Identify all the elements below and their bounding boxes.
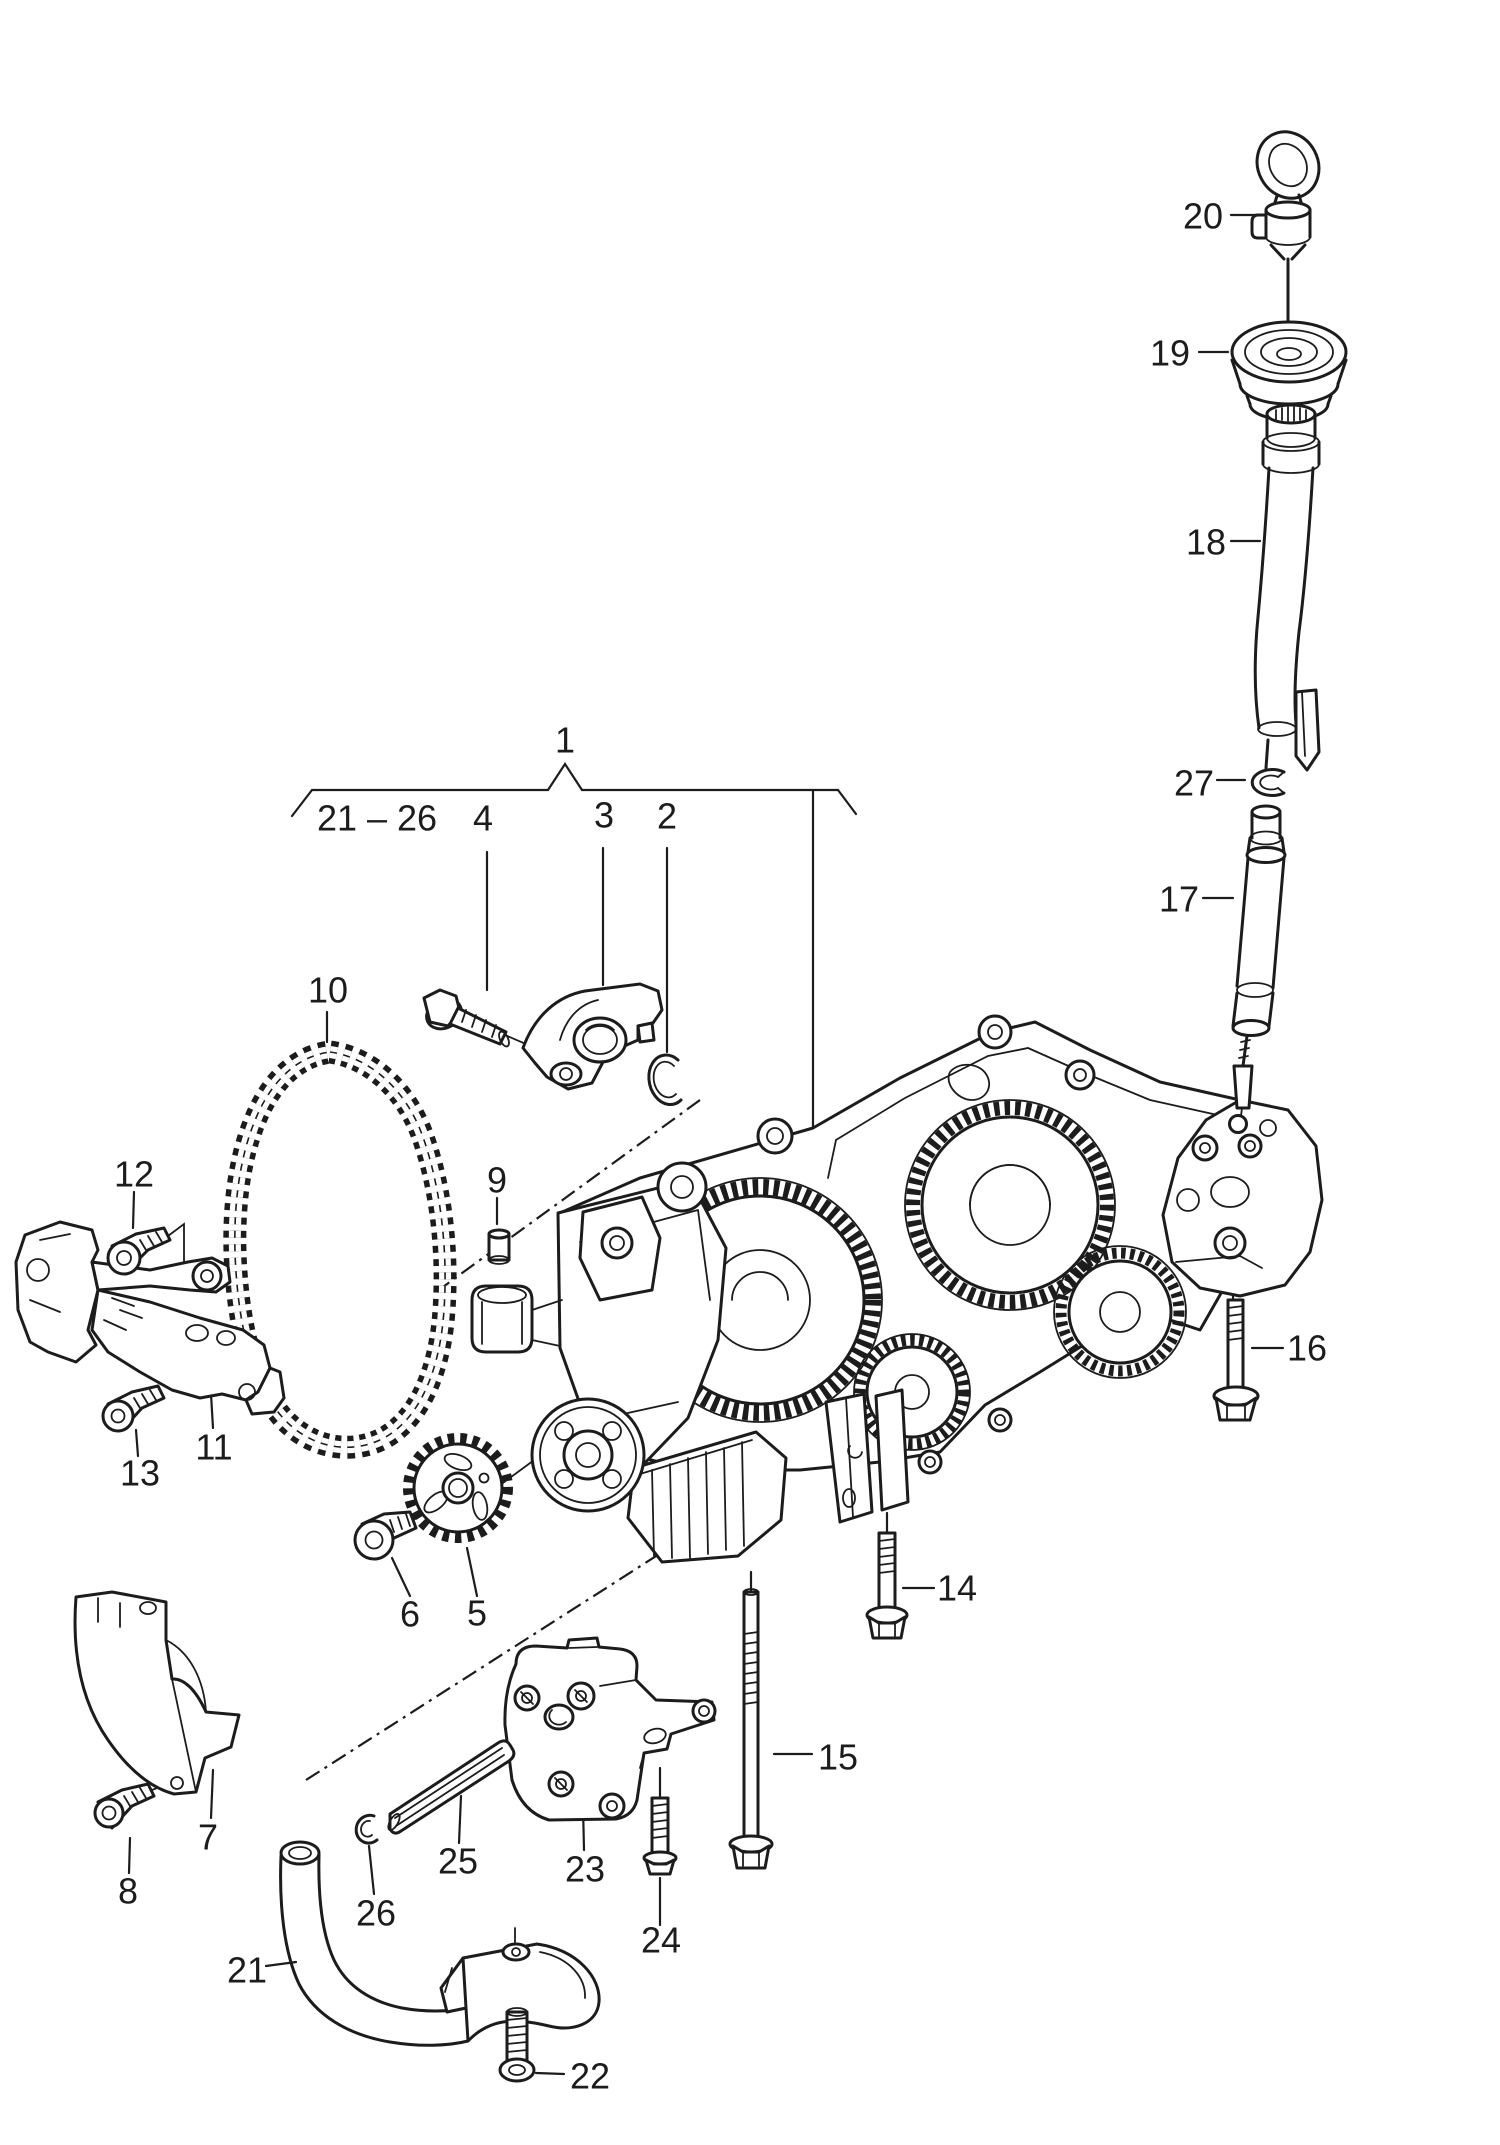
callout-2-label: 2 <box>657 796 677 837</box>
gear-small <box>853 1333 971 1451</box>
callout-9-label: 9 <box>487 1160 507 1201</box>
suction-pipe-21 <box>279 1840 601 2047</box>
callout-14-label: 14 <box>937 1568 977 1609</box>
callout-10-label: 10 <box>308 970 348 1011</box>
dipstick-handle-20 <box>1250 130 1321 342</box>
callout-27-label: 27 <box>1174 763 1214 804</box>
bolt-16 <box>1212 1298 1260 1422</box>
dipstick-funnel-19 <box>1230 320 1348 422</box>
callout-18-label: 18 <box>1186 522 1226 563</box>
gear-rear <box>904 1099 1116 1311</box>
leader-lines <box>127 213 1285 2076</box>
bolt-24 <box>642 1796 678 1876</box>
tensioner-bracket-11 <box>14 1220 286 1416</box>
callout-21-label: 21 <box>227 1950 267 1991</box>
guide-tube-18 <box>1253 403 1321 772</box>
oil-pipe-25 <box>387 1739 516 1835</box>
bolt-14 <box>865 1531 909 1640</box>
callout-15-label: 15 <box>818 1737 858 1778</box>
callout-17-label: 17 <box>1159 879 1199 920</box>
assembly-bracket-1 <box>290 761 858 1129</box>
screw-22 <box>498 2007 536 2083</box>
callout-21-26-label: 21 – 26 <box>317 798 437 839</box>
seal-26 <box>354 1813 379 1845</box>
callout-6-label: 6 <box>400 1594 420 1635</box>
callout-11-label: 11 <box>195 1427 232 1468</box>
callout-23-label: 23 <box>565 1849 605 1890</box>
oil-pump-23 <box>503 1636 717 1822</box>
callout-13-label: 13 <box>120 1453 160 1494</box>
tensioner-roller <box>470 1284 563 1354</box>
callout-12-label: 12 <box>114 1154 154 1195</box>
pin-9 <box>487 1228 511 1265</box>
clip-27 <box>1250 768 1286 797</box>
callout-7-label: 7 <box>198 1817 218 1858</box>
callout-26-label: 26 <box>356 1893 396 1934</box>
callout-5-label: 5 <box>467 1593 487 1634</box>
callout-8-label: 8 <box>118 1871 138 1912</box>
callout-16-label: 16 <box>1287 1328 1327 1369</box>
baffle-7 <box>73 1590 241 1796</box>
bolt-6 <box>353 1510 418 1561</box>
guide-tube-17 <box>1228 804 1287 1134</box>
callout-1-label: 1 <box>555 720 575 761</box>
chain-tensioner-3 <box>521 982 664 1091</box>
balance-shaft-housing <box>470 1014 1324 1564</box>
callout-24-label: 24 <box>641 1920 681 1961</box>
sprocket-5 <box>403 1433 513 1543</box>
bolt-12 <box>106 1226 172 1276</box>
crank-flange <box>530 1397 646 1513</box>
pump-mount-wing <box>1161 1098 1324 1298</box>
bolt-8 <box>93 1782 156 1830</box>
callout-25-label: 25 <box>438 1841 478 1882</box>
o-ring-2 <box>647 1053 683 1107</box>
bolt-4 <box>422 988 510 1048</box>
bolt-13 <box>101 1384 166 1433</box>
bolt-15 <box>728 1588 774 1870</box>
callout-20-label: 20 <box>1183 196 1223 237</box>
callout-3-label: 3 <box>594 795 614 836</box>
callout-22-label: 22 <box>570 2056 610 2097</box>
callout-19-label: 19 <box>1150 333 1190 374</box>
timing-chain <box>223 1040 457 1459</box>
callout-4-label: 4 <box>473 798 493 839</box>
part-callouts: 1 21 – 26 4 3 2 10 9 12 11 13 5 6 7 8 14… <box>114 196 1327 2097</box>
gear-right <box>1053 1245 1187 1379</box>
